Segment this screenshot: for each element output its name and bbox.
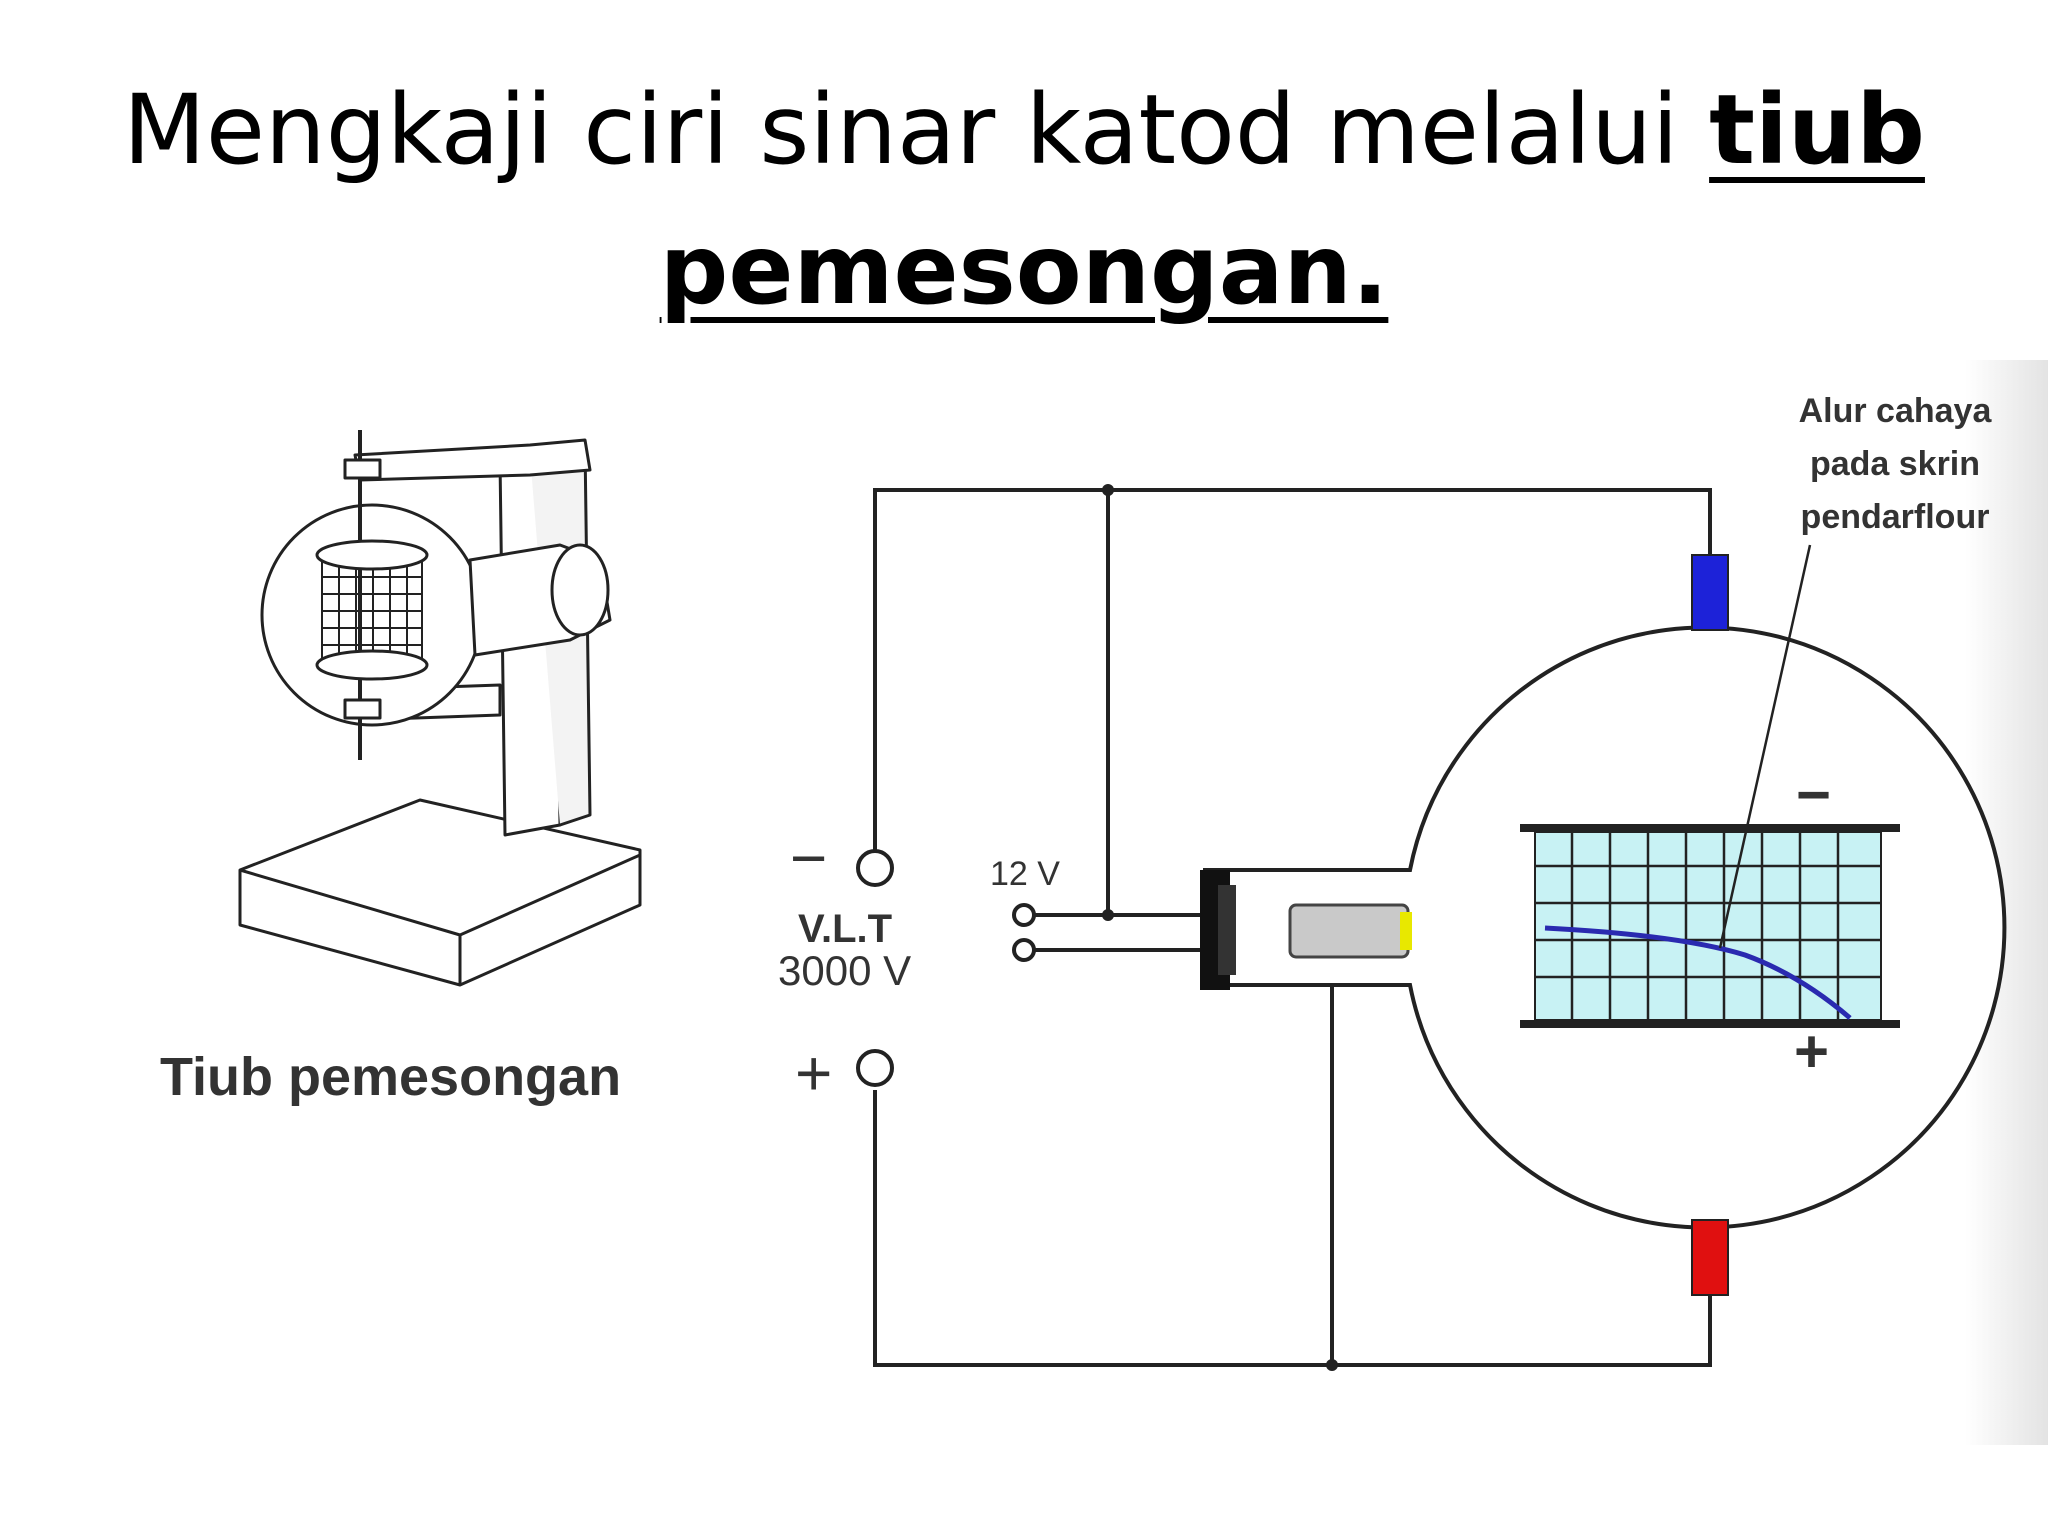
heater-voltage-label: 12 V [990, 855, 1060, 893]
vlt-positive-terminal [856, 1049, 894, 1087]
vlt-negative-terminal [856, 849, 894, 887]
fluorescent-screen [1534, 831, 1882, 1021]
screen-note-line-1: Alur cahaya [1799, 392, 1993, 430]
plus-terminal-label: + [795, 1037, 832, 1109]
plate-minus-label: − [1796, 761, 1831, 828]
screen-note-line-2: pada skrin [1810, 445, 1980, 483]
vlt-label: V.L.T [798, 907, 892, 951]
electron-gun-tip [1400, 912, 1412, 950]
screen-grid [1535, 832, 1881, 1020]
junction-dot-bottom [1326, 1359, 1338, 1371]
wire-bottom [873, 1090, 1712, 1367]
tube-base-plate [1218, 885, 1236, 975]
electron-gun [1288, 903, 1410, 959]
apparatus-grid-screen [321, 559, 423, 661]
annotation-pointer-line [1718, 544, 1812, 949]
vlt-voltage-label: 3000 V [778, 947, 911, 994]
title-plain-text: Mengkaji ciri sinar katod melalui [123, 74, 1710, 186]
heater-terminal-2 [1012, 938, 1036, 962]
junction-dot-heater [1102, 909, 1114, 921]
wire-top [873, 488, 1712, 850]
junction-dot-top [1102, 484, 1114, 496]
minus-terminal-label: − [790, 822, 827, 894]
top-deflection-plate [1520, 824, 1900, 832]
bottom-anode [1691, 1219, 1729, 1296]
screen-note-line-3: pendarflour [1801, 498, 1990, 536]
title-line-1: Mengkaji ciri sinar katod melalui tiub [0, 60, 2048, 200]
bottom-deflection-plate [1520, 1020, 1900, 1028]
beam-trace [1544, 925, 1852, 1020]
top-anode [1691, 554, 1729, 631]
plate-plus-label: + [1794, 1018, 1829, 1085]
slide-title: Mengkaji ciri sinar katod melalui tiub p… [0, 60, 2048, 340]
title-line-2: pemesongan. [0, 200, 2048, 340]
deflection-tube-apparatus-illustration [238, 430, 642, 987]
apparatus-caption: Tiub pemesongan [160, 1047, 621, 1107]
title-bold-text-2: pemesongan. [659, 214, 1389, 326]
heater-terminal-1 [1012, 903, 1036, 927]
title-bold-text: tiub [1709, 74, 1925, 186]
